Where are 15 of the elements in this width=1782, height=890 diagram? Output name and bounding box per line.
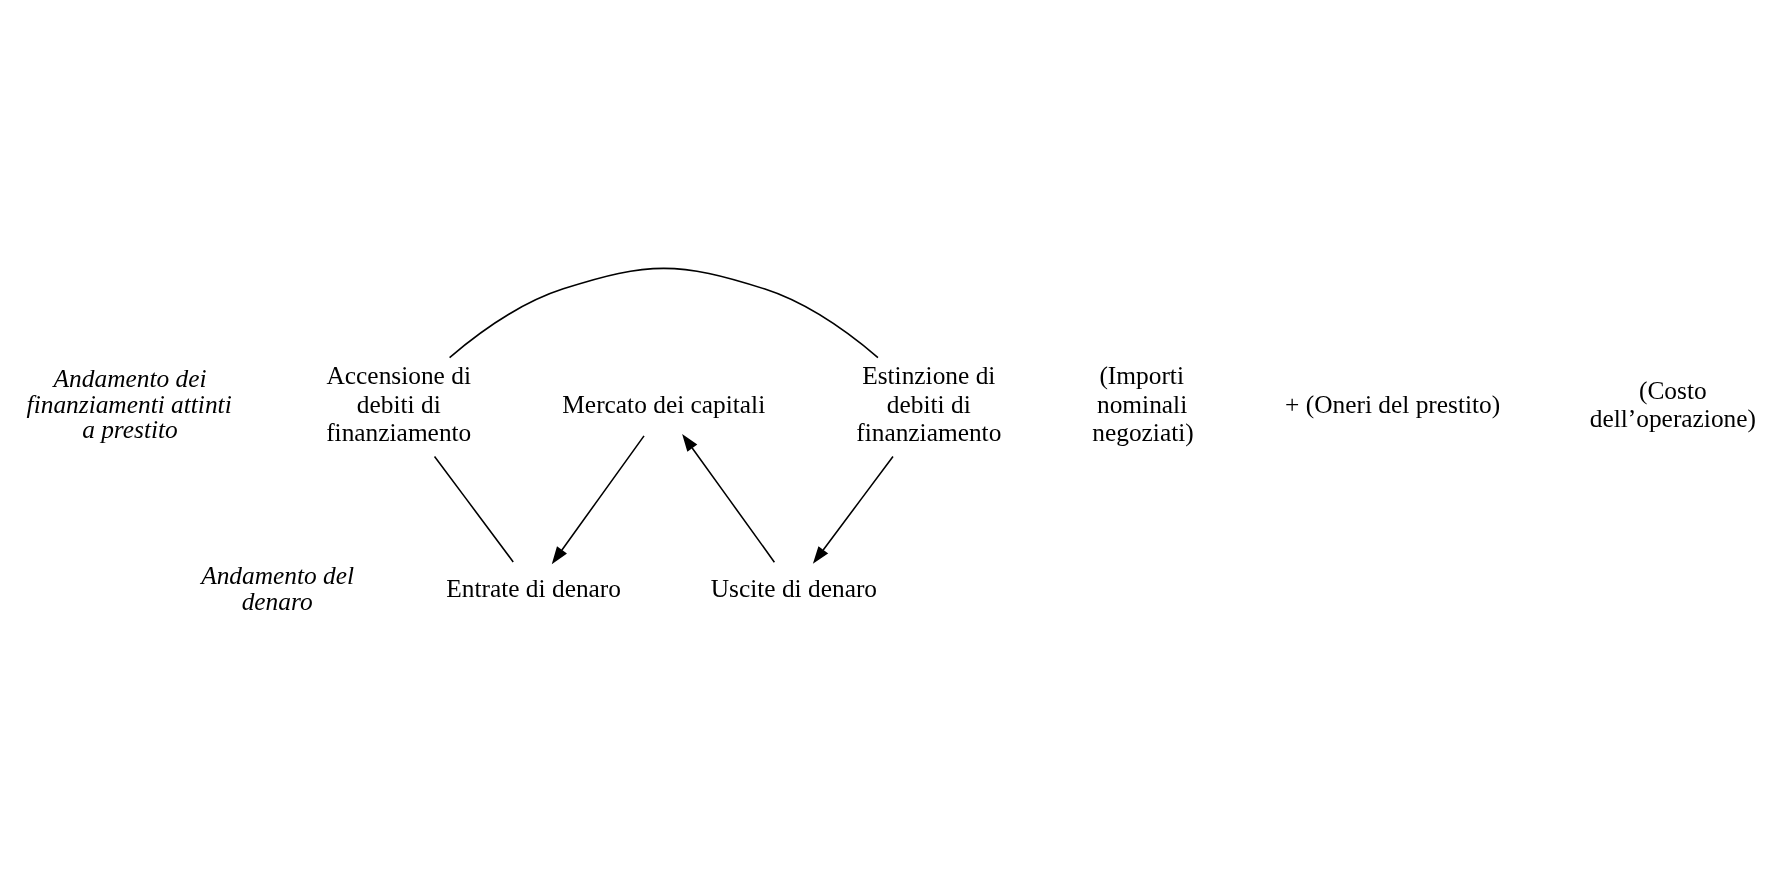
- node-text: Uscite di denaro: [710, 573, 877, 602]
- node-text: Estinzione di debiti di finanziamento: [855, 360, 1001, 446]
- node-text: Accensione di debiti di finanziamento: [325, 360, 471, 446]
- connector: [448, 267, 879, 358]
- label: + (Oneri del prestito): [1284, 389, 1500, 418]
- arrow: [812, 455, 894, 564]
- label: (Importi nominali negoziati): [1091, 360, 1194, 446]
- label: Andamento dei finanziamenti attinti a prestito: [26, 363, 232, 443]
- node-text: Entrate di denaro: [445, 573, 621, 602]
- node-text: Mercato dei capitali: [561, 389, 765, 418]
- arrow: [681, 433, 775, 563]
- connector: [433, 455, 514, 563]
- label: (Costo dell’operazione): [1589, 375, 1756, 432]
- label: Andamento del denaro: [200, 560, 354, 615]
- arrow: [551, 434, 645, 564]
